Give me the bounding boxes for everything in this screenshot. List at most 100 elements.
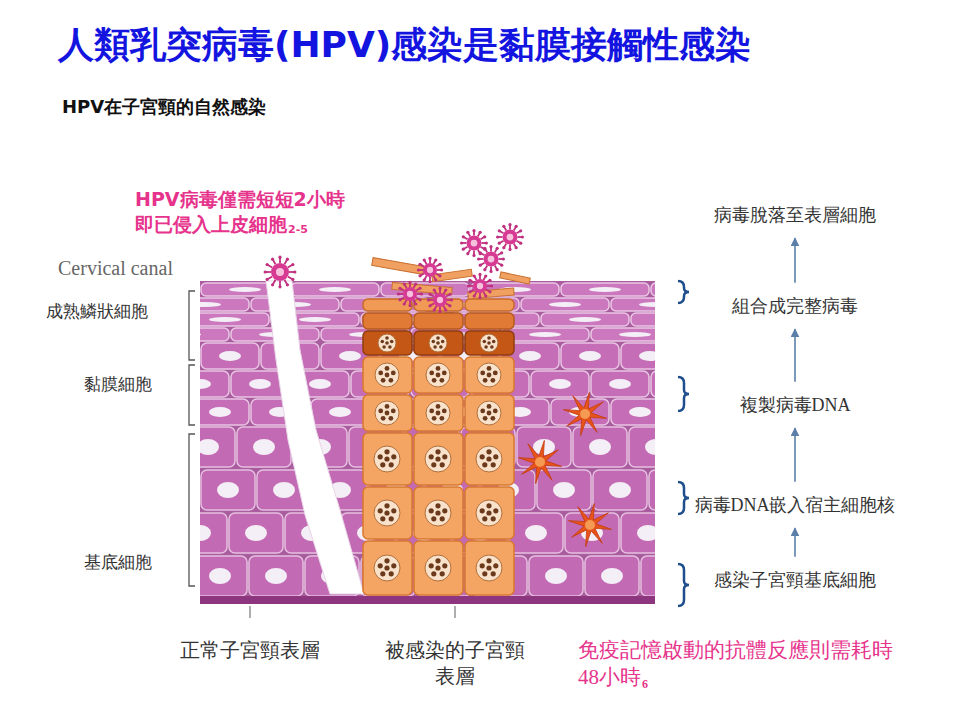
virion-spike-tip xyxy=(266,278,269,281)
virion-spike-tip xyxy=(498,229,501,232)
cell-nucleus xyxy=(209,317,241,322)
virion-spike-tip xyxy=(498,242,501,245)
infected-nucleus xyxy=(374,555,400,581)
shed-cell-flake xyxy=(500,272,531,284)
cell xyxy=(201,343,259,369)
virion-spike-tip xyxy=(434,258,437,261)
shed-cell-flake xyxy=(432,269,473,281)
virion-spike-tip xyxy=(418,274,421,277)
virion-spike-tip xyxy=(291,278,294,281)
infected-nucleus xyxy=(425,446,451,472)
viral-dot xyxy=(436,373,441,378)
infected-nucleus xyxy=(374,446,400,472)
cell-nucleus xyxy=(645,439,655,455)
viral-dot xyxy=(391,508,396,513)
viral-dot xyxy=(436,366,441,371)
cell xyxy=(200,427,235,467)
virion-spike-tip xyxy=(414,302,417,305)
cell-nucleus xyxy=(219,351,241,361)
cell-nucleus xyxy=(529,332,561,337)
infected-cell xyxy=(414,541,463,595)
cell xyxy=(585,556,639,596)
virion-core xyxy=(471,240,478,247)
layer-label: 基底細胞 xyxy=(84,552,152,574)
viral-dot xyxy=(480,454,485,459)
virion-spike-tip xyxy=(271,258,274,261)
viral-dot xyxy=(482,516,487,521)
viral-dot xyxy=(439,345,443,349)
infected-cell xyxy=(414,313,463,329)
viral-dot xyxy=(491,571,496,576)
viral-dot xyxy=(388,416,393,421)
virion-spike-tip xyxy=(515,225,518,228)
virion-spike-tip xyxy=(417,268,420,271)
cell xyxy=(509,513,563,553)
immune-cell xyxy=(568,503,611,546)
virion-spike-tip xyxy=(473,274,476,277)
virion-spike-tip xyxy=(466,231,469,234)
cell-nucleus xyxy=(525,525,547,541)
virion-spike-tip xyxy=(485,241,488,244)
stage-brace xyxy=(678,377,689,411)
virion-spike-tip xyxy=(502,225,505,228)
virion-body xyxy=(433,293,447,307)
virion-spike-tip xyxy=(519,242,522,245)
infected-nucleus xyxy=(425,500,451,526)
infected-nucleus xyxy=(426,401,450,425)
flow-step: 病毒DNA嵌入宿主細胞核 xyxy=(691,492,900,519)
shed-cell-flake xyxy=(392,282,452,294)
virion-spike-tip xyxy=(408,304,411,307)
immune-cell-nucleus xyxy=(535,457,545,467)
viral-dot xyxy=(486,449,491,454)
virion-spike-tip xyxy=(271,283,274,286)
infected-cell xyxy=(465,487,514,539)
step-text: 感染子宮頸基底細胞 xyxy=(714,569,876,592)
virion-spike-tip xyxy=(408,281,411,284)
virion-spike-tip xyxy=(403,302,406,305)
callout-note: HPV病毒僅需短短2小時 即已侵入上皮細胞 xyxy=(135,187,405,236)
infected-cell xyxy=(363,541,412,595)
viral-dot xyxy=(480,508,485,513)
infected-nucleus xyxy=(429,334,447,352)
cell-nucleus xyxy=(589,287,621,292)
normal-epithelium xyxy=(200,281,655,604)
viral-dot xyxy=(385,336,389,340)
flow-arrow xyxy=(794,329,796,382)
viral-dot xyxy=(432,378,437,383)
cell xyxy=(200,298,249,311)
viral-dot xyxy=(442,371,447,376)
cell xyxy=(561,283,649,296)
cell xyxy=(521,298,609,311)
viral-dot xyxy=(490,416,495,421)
virion-body xyxy=(271,263,289,281)
cell-nucleus xyxy=(619,332,651,337)
virion-spike-tip xyxy=(403,282,406,285)
immune-cell-nucleus xyxy=(580,409,590,419)
cell-nucleus xyxy=(309,379,331,389)
cell xyxy=(537,470,591,510)
virion-spike-tip xyxy=(448,293,451,296)
virion-core xyxy=(427,267,433,273)
viral-dot xyxy=(384,456,389,461)
infected-nucleus xyxy=(375,363,399,387)
virion-spike-tip xyxy=(462,235,465,238)
viral-dot xyxy=(380,571,385,576)
viral-dot xyxy=(431,571,436,576)
canal-label: Cervical canal xyxy=(58,255,173,281)
layer-bracket xyxy=(189,291,195,360)
virion-spike-tip xyxy=(278,285,281,288)
cell-nucleus xyxy=(299,317,331,322)
flow-step: 感染子宮頸基底細胞 xyxy=(710,567,880,594)
virion-spike-tip xyxy=(478,273,481,276)
infected-cell xyxy=(465,395,514,431)
infected-cell xyxy=(414,433,463,485)
cell xyxy=(591,371,649,397)
infected-nucleus xyxy=(476,555,502,581)
viral-dot xyxy=(381,378,386,383)
virion-spike-tip xyxy=(423,258,426,261)
flow-step: 病毒脫落至表層細胞 xyxy=(710,202,880,229)
viral-dot xyxy=(487,373,492,378)
infected-cell xyxy=(465,331,514,355)
viral-dot xyxy=(436,341,440,345)
viral-dot xyxy=(385,411,390,416)
